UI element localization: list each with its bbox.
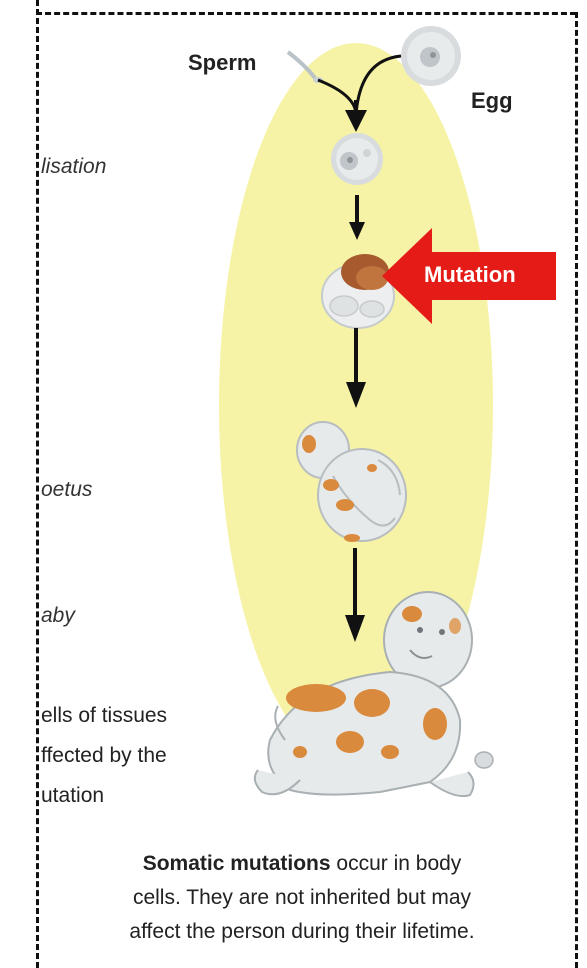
caption-line-3: affect the person during their lifetime. bbox=[62, 915, 542, 949]
caption-line-2: cells. They are not inherited but may bbox=[62, 881, 542, 915]
fertilisation-label: lisation bbox=[41, 155, 106, 179]
sperm-label: Sperm bbox=[188, 50, 256, 76]
mutation-label: Mutation bbox=[424, 262, 516, 288]
affected-cells-line-3: utation bbox=[41, 776, 167, 816]
caption-line-1: Somatic mutations occur in body bbox=[62, 847, 542, 881]
affected-cells-line-2: ffected by the bbox=[41, 736, 167, 776]
caption: Somatic mutations occur in body cells. T… bbox=[62, 847, 542, 949]
zygote-icon bbox=[331, 133, 383, 185]
caption-line-1-rest: occur in body bbox=[331, 852, 462, 875]
affected-cells-line-1: ells of tissues bbox=[41, 696, 167, 736]
egg-icon bbox=[401, 26, 461, 86]
egg-label: Egg bbox=[471, 88, 513, 114]
baby-label: aby bbox=[41, 604, 75, 628]
affected-cells-label: ells of tissues ffected by the utation bbox=[41, 696, 167, 816]
caption-bold-term: Somatic mutations bbox=[143, 852, 331, 875]
foetus-label: oetus bbox=[41, 478, 92, 502]
